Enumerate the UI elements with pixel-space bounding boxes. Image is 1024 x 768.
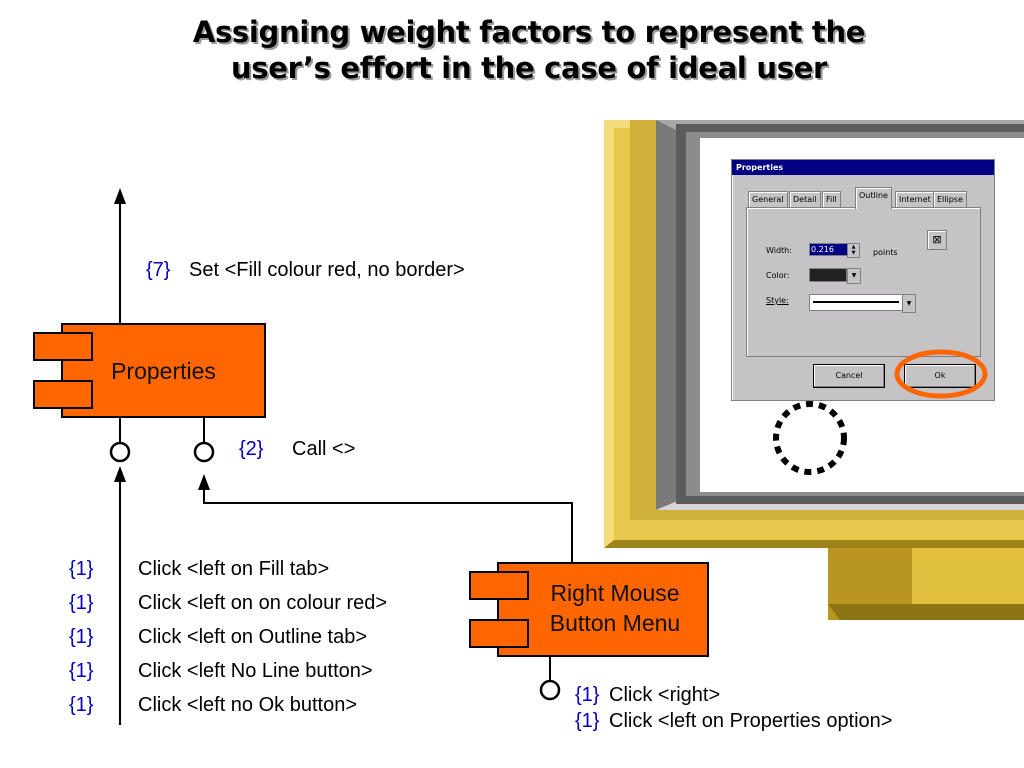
properties-interfaces [109,417,215,463]
style-label: Style: [766,296,789,305]
line-style-preview [813,301,899,303]
cancel-button[interactable]: Cancel [813,364,885,388]
set-weight: {7} [146,259,171,281]
properties-dialog: Properties General Detail Fill Outline I… [731,159,995,401]
tab-detail[interactable]: Detail [789,191,821,208]
outline-panel: Width: 0.216 ▲▼ points ⊠ Color: ▼ Style:… [746,207,981,357]
dialog-title-bar: Properties [732,160,994,175]
width-spinner[interactable]: ▲▼ [847,243,860,258]
step-weight: {1} [69,660,94,682]
width-units: points [873,248,898,257]
right-mouse-interface [539,656,561,701]
dotted-cursor-circle [773,401,847,475]
step-weight: {1} [69,592,94,614]
step-text: Click <left on Outline tab> [138,626,368,648]
style-select[interactable] [809,294,903,311]
steps-arrow [114,466,126,725]
rm-step-text: Click <right> [609,684,721,706]
color-dropdown-icon[interactable]: ▼ [847,268,861,284]
no-line-icon[interactable]: ⊠ [927,230,947,250]
rm-step-weight: {1} [575,710,600,732]
right-mouse-label-line-1: Right Mouse [550,580,680,606]
properties-component [33,323,266,418]
properties-label: Properties [111,358,216,384]
step-text: Click <left No Line button> [138,660,373,682]
ok-button[interactable]: Ok [904,364,976,388]
call-weight: {2} [239,438,264,460]
step-weight: {1} [69,626,94,648]
right-mouse-label: Right Mouse Button Menu [520,578,710,638]
color-swatch[interactable] [809,268,847,282]
step-weight: {1} [69,694,94,716]
tab-ellipse[interactable]: Ellipse [933,191,967,208]
tab-general[interactable]: General [748,191,788,208]
right-mouse-component [469,562,709,657]
call-arrow [198,474,573,563]
slide-title: Assigning weight factors to represent th… [0,14,1024,86]
rm-step-weight: {1} [575,684,600,706]
set-text: Set <Fill colour red, no border> [189,259,465,281]
set-arrow [114,188,126,324]
width-field[interactable]: 0.216 [809,243,848,256]
rm-step-text: Click <left on Properties option> [609,710,893,732]
step-text: Click <left on Fill tab> [138,558,330,580]
title-line-1: Assigning weight factors to represent th… [192,15,866,49]
step-text: Click <left on on colour red> [138,592,388,614]
title-line-2: user’s effort in the case of ideal user [230,51,828,85]
right-mouse-label-line-2: Button Menu [549,610,681,636]
color-label: Color: [766,271,790,280]
tab-internet[interactable]: Internet [895,191,935,208]
width-label: Width: [766,246,792,255]
tab-outline[interactable]: Outline [855,187,892,209]
call-text: Call <> [292,438,356,460]
tab-fill[interactable]: Fill [822,191,841,208]
style-dropdown-icon[interactable]: ▼ [902,294,916,313]
step-text: Click <left no Ok button> [138,694,358,716]
ok-highlight-ellipse [894,349,988,399]
step-weight: {1} [69,558,94,580]
